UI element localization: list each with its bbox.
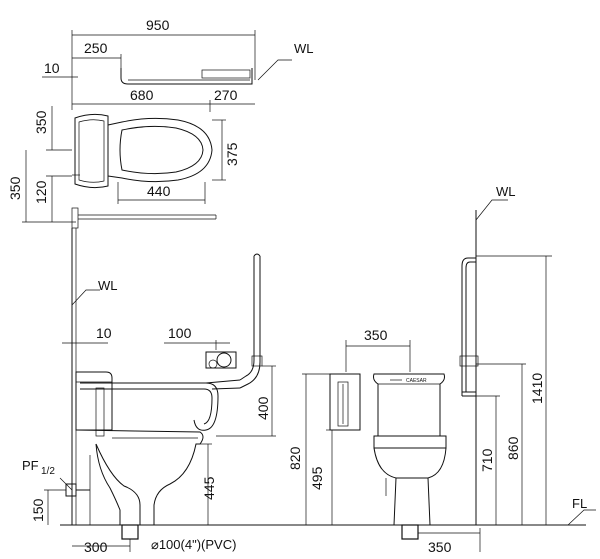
wl-label-front: WL: [496, 184, 516, 199]
wl-label-plan: WL: [294, 41, 314, 56]
dim-270: 270: [214, 87, 238, 103]
plan-view: 950 250 10 WL 680 270 350 375: [7, 17, 314, 229]
dim-250: 250: [84, 40, 108, 56]
dim-495: 495: [309, 466, 325, 490]
dim-100: 100: [168, 325, 192, 341]
dim-120: 120: [33, 180, 49, 204]
dim-860: 860: [505, 436, 521, 460]
dim-350-front-top: 350: [364, 327, 388, 343]
vertical-grab-bar: [239, 256, 255, 381]
dim-445: 445: [201, 476, 217, 500]
dim-150: 150: [30, 498, 46, 522]
side-view: WL 10 100 400: [22, 253, 276, 555]
wl-label-side: WL: [98, 278, 118, 293]
dim-350-plan-top: 350: [33, 110, 49, 134]
dim-820: 820: [287, 446, 303, 470]
tank-side: [75, 371, 113, 431]
dim-300: 300: [84, 539, 108, 555]
tank-plan: [74, 113, 109, 189]
bowl-side: [75, 429, 204, 525]
seat-front: [373, 435, 447, 449]
dim-950: 950: [146, 17, 170, 33]
dim-400: 400: [255, 396, 271, 420]
fl-label: FL: [572, 496, 587, 511]
bowl-plan: [119, 125, 204, 175]
pipe-spec: ⌀100(4")(PVC): [151, 537, 236, 552]
seat-plan: [107, 117, 213, 183]
dim-1410: 1410: [529, 373, 545, 404]
pf-label: PF: [22, 458, 39, 473]
dim-10-side: 10: [96, 325, 112, 341]
pf-sub: 1/2: [41, 466, 55, 477]
dim-350-plan-side: 350: [7, 176, 23, 200]
dispenser: [329, 373, 361, 431]
dim-680: 680: [130, 87, 154, 103]
wl-leader-plan: [257, 59, 292, 81]
dim-350-front-bottom: 350: [428, 539, 452, 555]
outlet-pipe: [121, 524, 139, 540]
paper-holder: [205, 351, 237, 369]
dim-10-plan: 10: [44, 60, 60, 76]
front-view: 820 495 350 CAESAR 350 WL: [287, 184, 596, 555]
dim-710: 710: [479, 448, 495, 472]
bowl-front: [393, 477, 431, 526]
dim-440: 440: [147, 183, 171, 199]
dim-375: 375: [224, 142, 240, 166]
vertical-bar-front: [461, 257, 476, 396]
swing-grab-bar: [80, 382, 219, 431]
brand-label: CAESAR: [406, 378, 427, 384]
grab-bar-plan: [120, 68, 253, 85]
